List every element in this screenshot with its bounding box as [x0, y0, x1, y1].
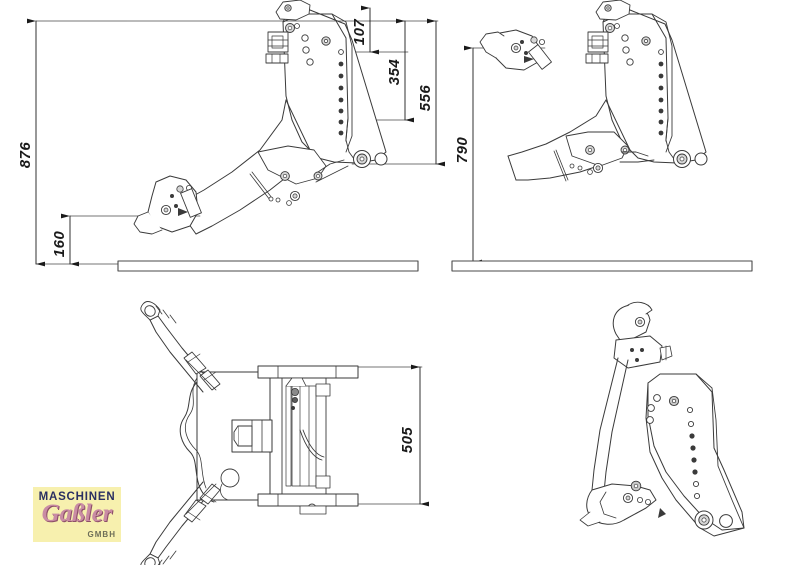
ground-bar-right [451, 260, 753, 272]
ground-bar-left [117, 260, 419, 272]
logo-gmbh-text: GMBH [87, 530, 116, 539]
center-clevis [231, 419, 273, 453]
head-block-detail [613, 335, 673, 369]
dimension-label-876: 876 [17, 142, 34, 169]
top-head-assembly [275, 0, 311, 33]
top-head-assembly [595, 0, 631, 33]
dimension-label-505: 505 [399, 427, 416, 454]
logo-maschinen-text: MASCHINEN [38, 491, 116, 503]
front-head [133, 175, 202, 235]
pin-hole-column-detail [686, 406, 701, 500]
latch-bracket [265, 31, 289, 64]
latch-bracket [585, 31, 609, 64]
dimension-label-790: 790 [454, 137, 471, 164]
dimension-label-556: 556 [417, 85, 434, 112]
assembly-front-elevation-lowered [133, 0, 388, 235]
assembly-front-elevation-raised [479, 0, 708, 182]
front-head-raised [479, 29, 552, 71]
dimension-text-labels: 876 160 107 354 556 790 505 [17, 19, 471, 454]
assembly-plan-view [140, 301, 359, 565]
upper-hole-cluster [621, 34, 651, 66]
upper-hole-cluster [301, 34, 331, 66]
assembly-detail-view [579, 301, 745, 537]
dimension-lines-view-plan [354, 366, 423, 505]
lower-pivot-boss [673, 150, 708, 168]
logo-script-text: Gaßler [41, 500, 113, 527]
dimension-label-107: 107 [351, 19, 368, 46]
plan-arm-upper [140, 301, 221, 393]
lower-arm [175, 99, 349, 235]
lower-pivot-boss [353, 150, 388, 168]
lower-arm-raised [507, 99, 655, 182]
dimension-label-354: 354 [386, 59, 403, 86]
pin-hole-column [338, 49, 344, 136]
company-logo: MASCHINEN Gaßler GMBH [33, 487, 121, 542]
plan-arm-lower [140, 468, 240, 565]
pin-hole-column [658, 49, 664, 136]
dimension-label-160: 160 [51, 231, 68, 258]
